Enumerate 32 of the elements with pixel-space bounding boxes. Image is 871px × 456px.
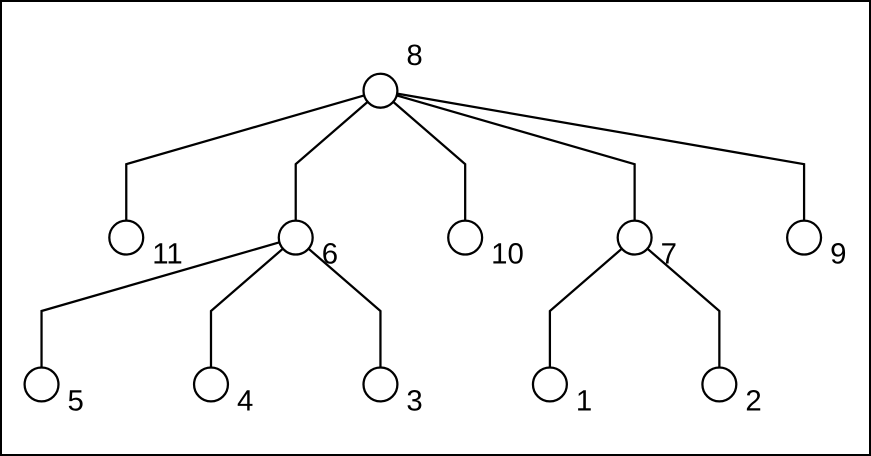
node-number: 1 bbox=[576, 384, 592, 418]
node-number: 8 bbox=[406, 38, 423, 72]
connector-line bbox=[210, 248, 284, 368]
connector-line bbox=[125, 94, 364, 221]
node-number: 11 bbox=[152, 238, 183, 271]
node-circle bbox=[616, 220, 653, 256]
connector-line bbox=[392, 100, 466, 221]
connector-line bbox=[308, 248, 382, 368]
node-number: 7 bbox=[660, 238, 677, 271]
connector-line bbox=[396, 94, 636, 221]
node-number: 5 bbox=[68, 384, 84, 418]
connector-line bbox=[40, 241, 280, 368]
node-circle bbox=[108, 220, 144, 256]
connector-line bbox=[294, 100, 368, 221]
node-circle bbox=[192, 366, 230, 403]
node-circle bbox=[362, 72, 399, 109]
node-circle bbox=[23, 366, 60, 403]
node-number: 3 bbox=[406, 384, 423, 418]
node-circle bbox=[786, 220, 822, 256]
node-number: 4 bbox=[236, 384, 254, 418]
connector-line bbox=[396, 92, 806, 221]
node-circle bbox=[447, 220, 484, 256]
node-circle bbox=[362, 366, 399, 403]
connector-line bbox=[548, 248, 623, 368]
connector-line bbox=[646, 248, 720, 368]
node-number: 9 bbox=[830, 238, 846, 271]
node-number: 2 bbox=[745, 384, 762, 418]
node-number: 10 bbox=[491, 238, 524, 271]
node-circle bbox=[278, 220, 314, 256]
node-circle bbox=[701, 366, 738, 403]
node-circle bbox=[532, 366, 568, 403]
node-number: 6 bbox=[322, 238, 338, 271]
